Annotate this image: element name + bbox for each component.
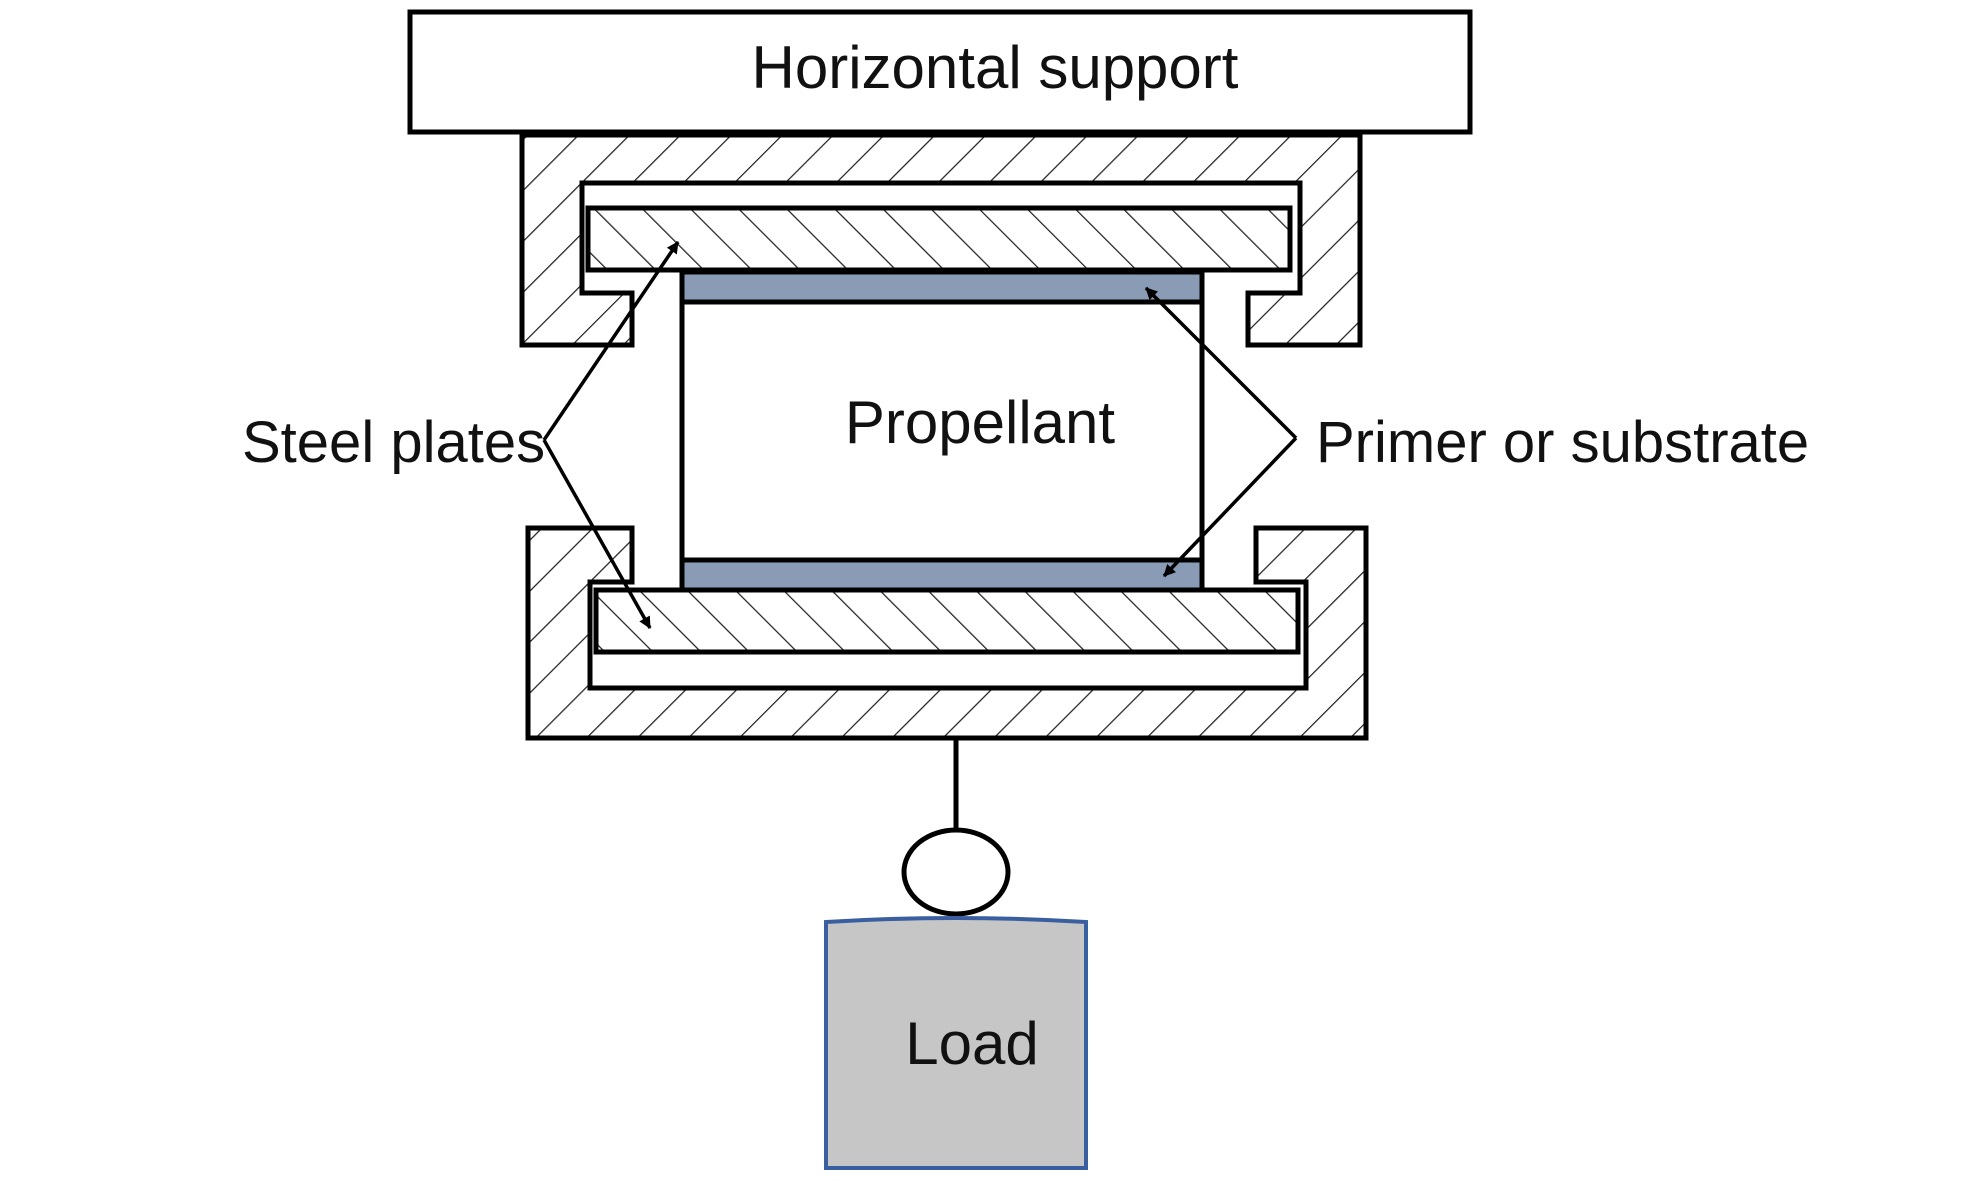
horizontal-support-label: Horizontal support <box>752 34 1239 101</box>
bottom-holder <box>525 525 1369 741</box>
primer-pointer-top <box>1144 286 1298 440</box>
propellant-label: Propellant <box>845 389 1116 456</box>
primer-or-substrate-label: Primer or substrate <box>1316 410 1809 475</box>
propellant-block: Propellant <box>679 299 1205 563</box>
top-holder <box>519 132 1363 348</box>
top-primer-layer <box>679 269 1205 305</box>
top-steel-plate <box>585 205 1293 273</box>
steel-plates-label: Steel plates <box>242 410 545 475</box>
hanger-ring <box>901 827 1011 917</box>
load-weight: Load <box>824 916 1088 1170</box>
steel-plates-pointer-top <box>542 241 680 441</box>
primer-pointer-bottom <box>1162 436 1298 578</box>
bottom-steel-plate <box>593 587 1301 655</box>
steel-plates-pointer-bottom <box>542 439 652 629</box>
bottom-primer-layer <box>679 557 1205 593</box>
load-label: Load <box>905 1010 1038 1077</box>
horizontal-support: Horizontal support <box>407 9 1473 135</box>
